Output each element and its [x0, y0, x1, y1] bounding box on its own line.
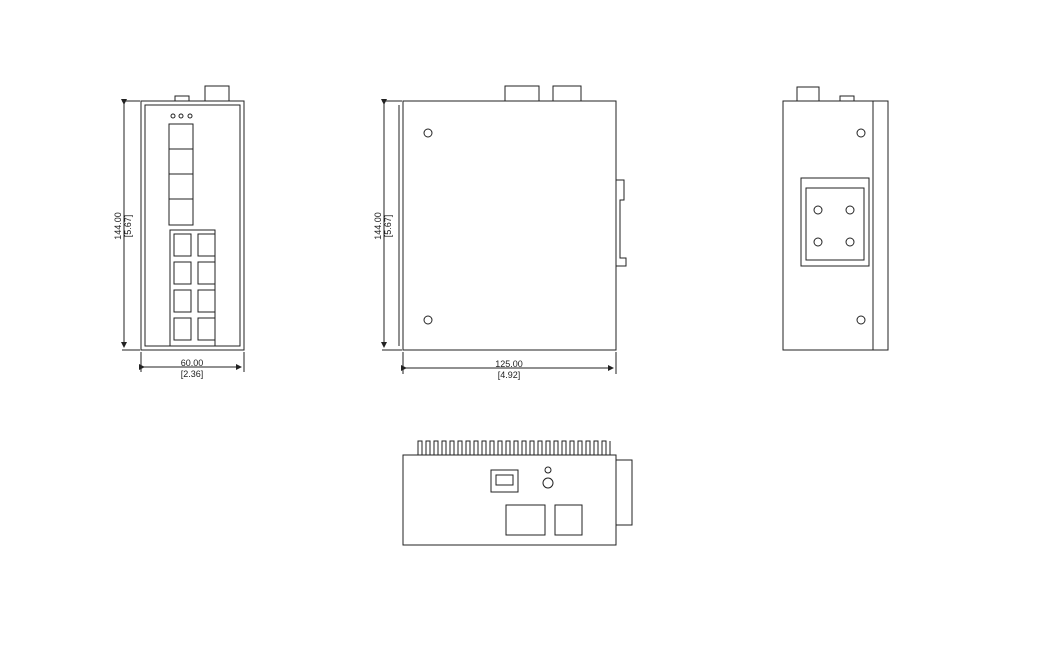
rj45-port — [173, 289, 192, 313]
rj45-port — [173, 317, 192, 341]
side-height-mm: 144.00 — [373, 212, 383, 240]
side-height-in: [5.67] — [383, 215, 393, 238]
front-height-mm: 144.00 — [113, 212, 123, 240]
front-view: 144.00 [5.67] 60.00 [2.36] — [113, 85, 245, 379]
rj45-port — [173, 261, 192, 285]
rj45-port — [197, 233, 216, 257]
rj45-port — [173, 233, 192, 257]
rj45-port — [197, 317, 216, 341]
front-height-in: [5.67] — [123, 215, 133, 238]
bottom-view — [402, 440, 633, 546]
rear-view — [782, 86, 889, 351]
side-depth-in: [4.92] — [498, 370, 521, 380]
front-width-mm: 60.00 — [181, 358, 204, 368]
side-depth-mm: 125.00 — [495, 359, 523, 369]
rj45-port — [197, 261, 216, 285]
side-view: 144.00 [5.67] 125.00 [4.92] — [373, 85, 627, 380]
rj45-port — [197, 289, 216, 313]
front-width-in: [2.36] — [181, 369, 204, 379]
